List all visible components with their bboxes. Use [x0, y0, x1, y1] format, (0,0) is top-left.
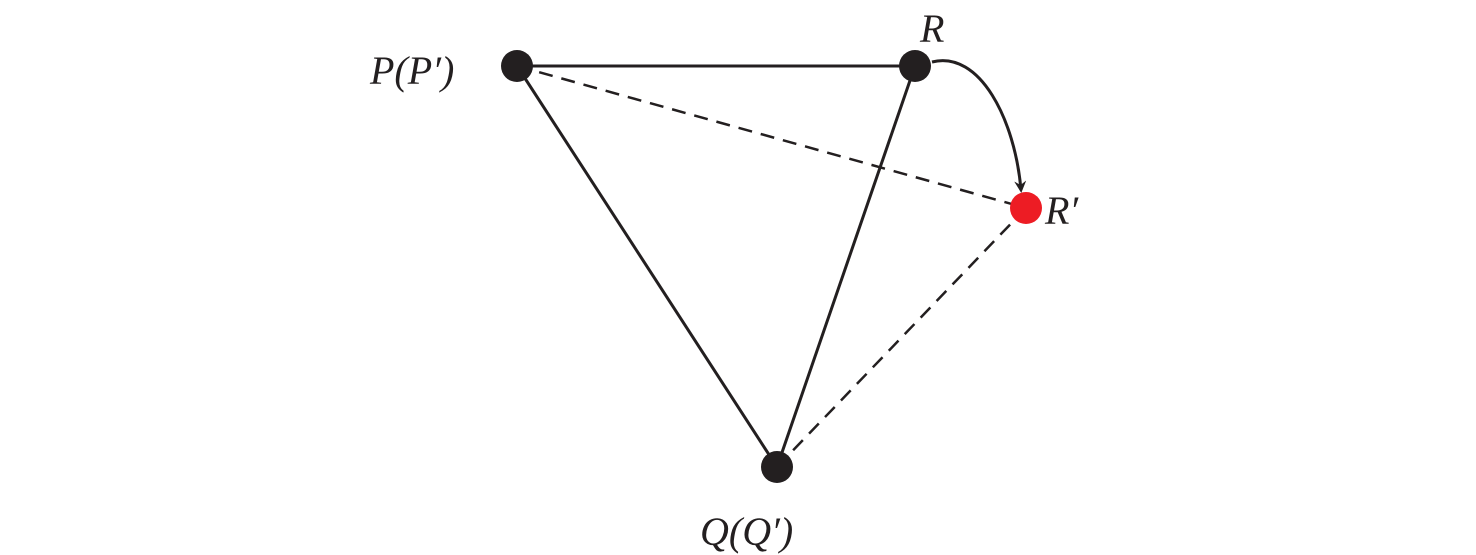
segment-pq	[515, 65, 779, 468]
label-p: P(P′)	[369, 48, 454, 93]
label-r-prime: R′	[1044, 188, 1079, 233]
point-p	[501, 50, 533, 82]
segment-pr-prime-dashed	[516, 64, 1027, 210]
rotation-arrow	[931, 59, 1027, 193]
label-q: Q(Q′)	[700, 509, 793, 554]
point-r	[899, 50, 931, 82]
segment-r-prime-q-dashed	[776, 207, 1027, 468]
label-r: R	[919, 6, 944, 51]
point-q	[761, 451, 793, 483]
segment-rq	[775, 65, 917, 468]
point-r-prime	[1010, 192, 1042, 224]
